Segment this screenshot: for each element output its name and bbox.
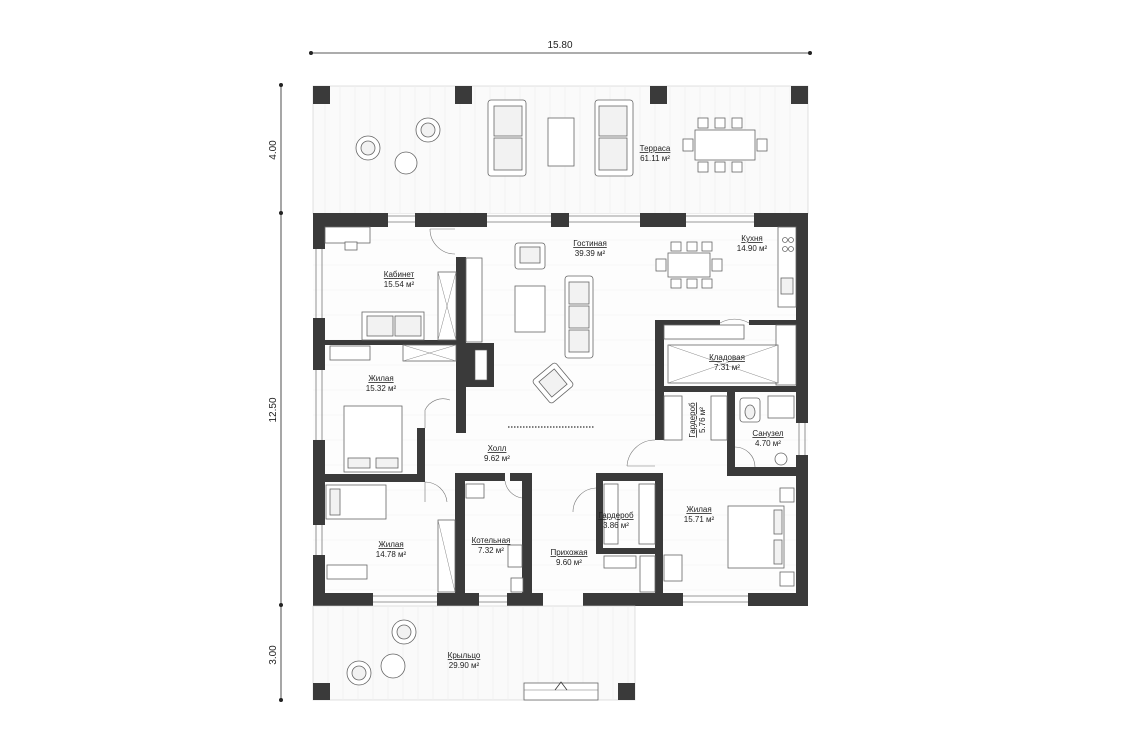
- room-name: Кабинет: [384, 270, 415, 279]
- room-area: 3.86 м²: [603, 521, 629, 530]
- room-label-porch: Крыльцо 29.90 м²: [448, 651, 481, 670]
- porch-column: [618, 683, 635, 700]
- room-area: 15.54 м²: [384, 280, 415, 289]
- room-name: Терраса: [640, 144, 671, 153]
- room-area: 14.78 м²: [376, 550, 407, 559]
- room-area: 7.31 м²: [714, 363, 740, 372]
- dim-height-porch: 3.00: [268, 645, 279, 665]
- room-label-bedroom-2: Жилая 14.78 м²: [376, 540, 407, 559]
- bedroom3-nightstand: [779, 487, 795, 503]
- terrace-armchair: [415, 117, 441, 143]
- bedroom1-wardrobe: [402, 344, 457, 362]
- room-area: 61.11 м²: [640, 154, 670, 163]
- porch-armchair: [391, 619, 417, 645]
- room-name: Кухня: [741, 234, 762, 243]
- room-label-entrance: Прихожая 9.60 м²: [550, 548, 587, 567]
- room-area: 14.90 м²: [737, 244, 768, 253]
- kitchen-counter: [777, 226, 797, 308]
- room-area: 9.60 м²: [556, 558, 582, 567]
- room-area: 5.76 м²: [698, 407, 707, 433]
- terrace-deck: [312, 85, 809, 215]
- room-area: 15.32 м²: [366, 384, 397, 393]
- room-name: Крыльцо: [448, 651, 481, 660]
- wardrobe2-storage: [603, 483, 656, 593]
- dim-height-house: 12.50: [268, 397, 279, 422]
- dimension-lines: 15.80 4.00 12.50 3.00: [268, 40, 812, 702]
- room-name: Гардероб: [688, 402, 697, 438]
- terrace-coffee-table: [547, 117, 575, 167]
- room-label-living-room: Гостиная 39.39 м²: [573, 239, 607, 258]
- room-label-terrace: Терраса 61.11 м²: [640, 144, 671, 163]
- terrace-round-table: [394, 151, 418, 175]
- room-label-bathroom: Санузел 4.70 м²: [752, 429, 783, 448]
- pantry-shelf: [667, 344, 779, 384]
- wardrobe1-storage: [663, 395, 728, 441]
- kitchen-dining-table: [655, 241, 723, 289]
- dim-width-total: 15.80: [547, 40, 572, 51]
- boiler-equipment: [465, 483, 524, 593]
- room-area: 15.71 м²: [684, 515, 715, 524]
- room-label-bedroom-3: Жилая 15.71 м²: [684, 505, 715, 524]
- dim-height-terrace: 4.00: [268, 140, 279, 160]
- porch-round-table: [380, 653, 406, 679]
- porch-column: [313, 683, 330, 700]
- room-name: Кладовая: [709, 353, 745, 362]
- porch-steps: [523, 681, 599, 701]
- terrace-column: [455, 86, 472, 104]
- bedroom2-wardrobe: [437, 519, 456, 593]
- bedroom1-desk: [329, 345, 371, 361]
- room-name: Санузел: [752, 429, 783, 438]
- terrace-sofa: [594, 99, 634, 177]
- walls: [313, 213, 808, 606]
- room-label-office: Кабинет 15.54 м²: [384, 270, 415, 289]
- living-armchair: [514, 242, 546, 270]
- living-sofa: [564, 275, 594, 359]
- office-shelf: [437, 271, 457, 341]
- bedroom3-nightstand: [779, 571, 795, 587]
- living-armchair-rotated: [532, 362, 574, 404]
- room-area: 4.70 м²: [755, 439, 781, 448]
- tv-console: [465, 257, 483, 343]
- bedroom3-desk: [663, 554, 683, 582]
- bedroom1-bed: [343, 405, 403, 473]
- room-name: Жилая: [686, 505, 711, 514]
- room-label-wardrobe-1: Гардероб 5.76 м²: [688, 402, 707, 438]
- office-sofa: [361, 311, 425, 341]
- room-area: 9.62 м²: [484, 454, 510, 463]
- room-name: Котельная: [472, 536, 511, 545]
- porch-deck: [312, 605, 636, 701]
- bedroom2-desk: [326, 564, 368, 580]
- room-name: Прихожая: [550, 548, 587, 557]
- terrace-column: [650, 86, 667, 104]
- kitchen-cabinets: [663, 324, 797, 386]
- room-name: Жилая: [378, 540, 403, 549]
- living-coffee-table: [514, 285, 546, 333]
- room-area: 39.39 м²: [575, 249, 606, 258]
- room-label-kitchen: Кухня 14.90 м²: [737, 234, 768, 253]
- room-label-wardrobe-2: Гардероб 3.86 м²: [598, 511, 634, 530]
- porch-armchair: [346, 660, 372, 686]
- room-label-boiler-room: Котельная 7.32 м²: [472, 536, 511, 555]
- room-name: Холл: [488, 444, 507, 453]
- room-label-pantry: Кладовая 7.31 м²: [709, 353, 745, 372]
- room-name: Жилая: [368, 374, 393, 383]
- terrace-armchair: [355, 135, 381, 161]
- terrace-column: [313, 86, 330, 104]
- office-desk: [324, 226, 371, 251]
- bedroom2-bed: [325, 484, 387, 520]
- bathroom-fixtures: [739, 395, 795, 466]
- windows: [315, 215, 806, 603]
- room-label-hall: Холл 9.62 м²: [484, 444, 510, 463]
- room-name: Гардероб: [598, 511, 634, 520]
- room-name: Гостиная: [573, 239, 607, 248]
- terrace-dining-table: [682, 117, 768, 173]
- terrace-sofa: [487, 99, 527, 177]
- bedroom3-bed: [727, 505, 785, 569]
- terrace-column: [791, 86, 808, 104]
- room-area: 7.32 м²: [478, 546, 504, 555]
- room-label-bedroom-1: Жилая 15.32 м²: [366, 374, 397, 393]
- room-area: 29.90 м²: [449, 661, 480, 670]
